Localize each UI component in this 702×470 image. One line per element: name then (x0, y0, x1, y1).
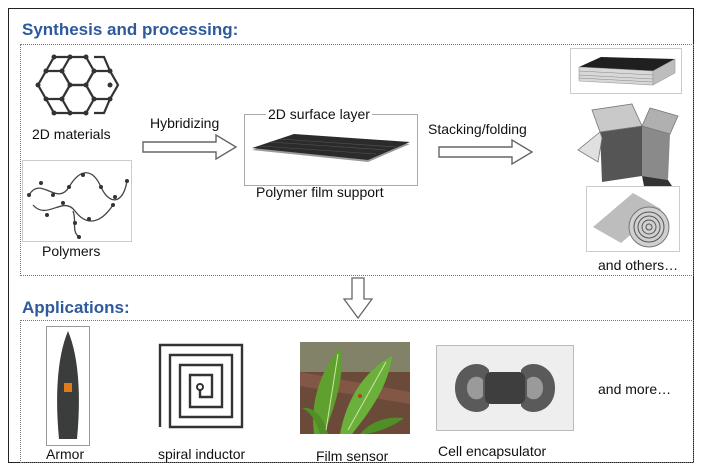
leaf-photo (300, 342, 410, 434)
armor-label: Armor (46, 446, 85, 462)
synthesis-panel (20, 44, 694, 276)
stacked-slab-icon (570, 48, 682, 94)
film-support-label: Polymer film support (256, 184, 384, 200)
others-label: and others… (598, 257, 679, 273)
rolled-scroll-icon (586, 186, 680, 252)
surface-layer-label: 2D surface layer (266, 106, 372, 122)
film-sensor-label: Film sensor (316, 448, 389, 464)
encapsulator-icon (436, 345, 574, 431)
hybridizing-label: Hybridizing (150, 115, 220, 131)
polymer-chain-icon (22, 160, 132, 242)
materials-2d-label: 2D materials (32, 126, 111, 142)
armor-icon (46, 326, 90, 446)
applications-panel (20, 320, 694, 463)
cell-encapsulator-label: Cell encapsulator (438, 443, 547, 459)
hybridizing-arrow-icon (142, 134, 238, 160)
hexagonal-lattice-icon (28, 50, 120, 120)
applications-title: Applications: (22, 298, 130, 317)
spiral-inductor-label: spiral inductor (158, 446, 246, 462)
synthesis-title: Synthesis and processing: (22, 20, 239, 39)
stacking-label: Stacking/folding (428, 121, 527, 137)
more-label: and more… (598, 381, 672, 397)
folded-box-icon (572, 98, 682, 188)
stacking-arrow-icon (438, 139, 534, 165)
down-arrow-icon (343, 277, 373, 319)
film-sheet-icon (250, 128, 412, 170)
spiral-inductor-icon (158, 343, 244, 429)
polymers-label: Polymers (42, 243, 101, 259)
